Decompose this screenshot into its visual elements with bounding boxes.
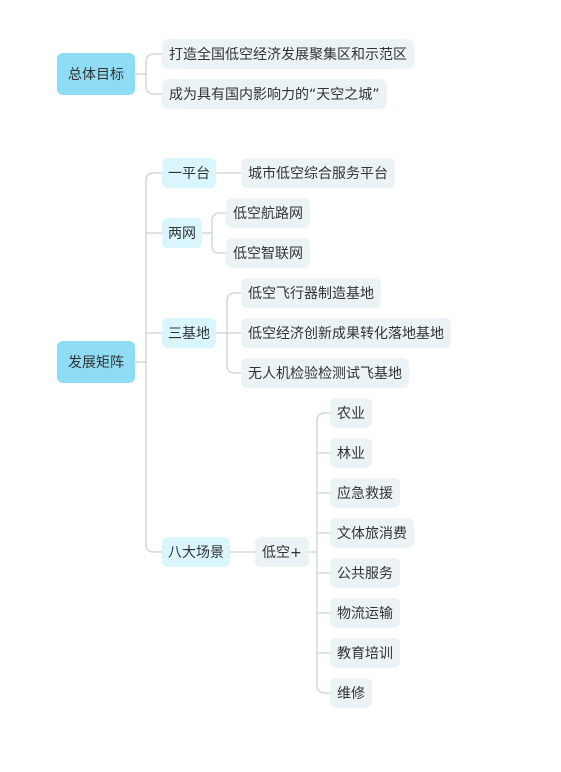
scene-item-5[interactable]: 公共服务 xyxy=(330,558,400,588)
scene-item-7[interactable]: 教育培训 xyxy=(330,638,400,668)
scene-item-8[interactable]: 维修 xyxy=(330,678,372,708)
scene-item-3[interactable]: 应急救援 xyxy=(330,478,400,508)
goal-item-2[interactable]: 成为具有国内影响力的“天空之城” xyxy=(162,79,387,109)
scene-item-4[interactable]: 文体旅消费 xyxy=(330,518,414,548)
networks-node[interactable]: 两网 xyxy=(162,218,202,248)
scenes-hub-node[interactable]: 低空+ xyxy=(255,537,309,567)
matrix-root-node[interactable]: 发展矩阵 xyxy=(57,341,135,383)
base-item-3[interactable]: 无人机检验检测试飞基地 xyxy=(241,358,409,388)
base-item-2[interactable]: 低空经济创新成果转化落地基地 xyxy=(241,318,451,348)
platform-item-1[interactable]: 城市低空综合服务平台 xyxy=(241,158,395,188)
bases-node[interactable]: 三基地 xyxy=(162,318,216,348)
goal-item-1[interactable]: 打造全国低空经济发展聚集区和示范区 xyxy=(162,39,414,69)
network-item-2[interactable]: 低空智联网 xyxy=(226,238,310,268)
goal-root-node[interactable]: 总体目标 xyxy=(57,53,135,95)
platform-node[interactable]: 一平台 xyxy=(162,158,216,188)
scene-item-2[interactable]: 林业 xyxy=(330,438,372,468)
scene-item-1[interactable]: 农业 xyxy=(330,398,372,428)
scenes-node[interactable]: 八大场景 xyxy=(162,537,230,567)
scene-item-6[interactable]: 物流运输 xyxy=(330,598,400,628)
network-item-1[interactable]: 低空航路网 xyxy=(226,198,310,228)
base-item-1[interactable]: 低空飞行器制造基地 xyxy=(241,278,381,308)
